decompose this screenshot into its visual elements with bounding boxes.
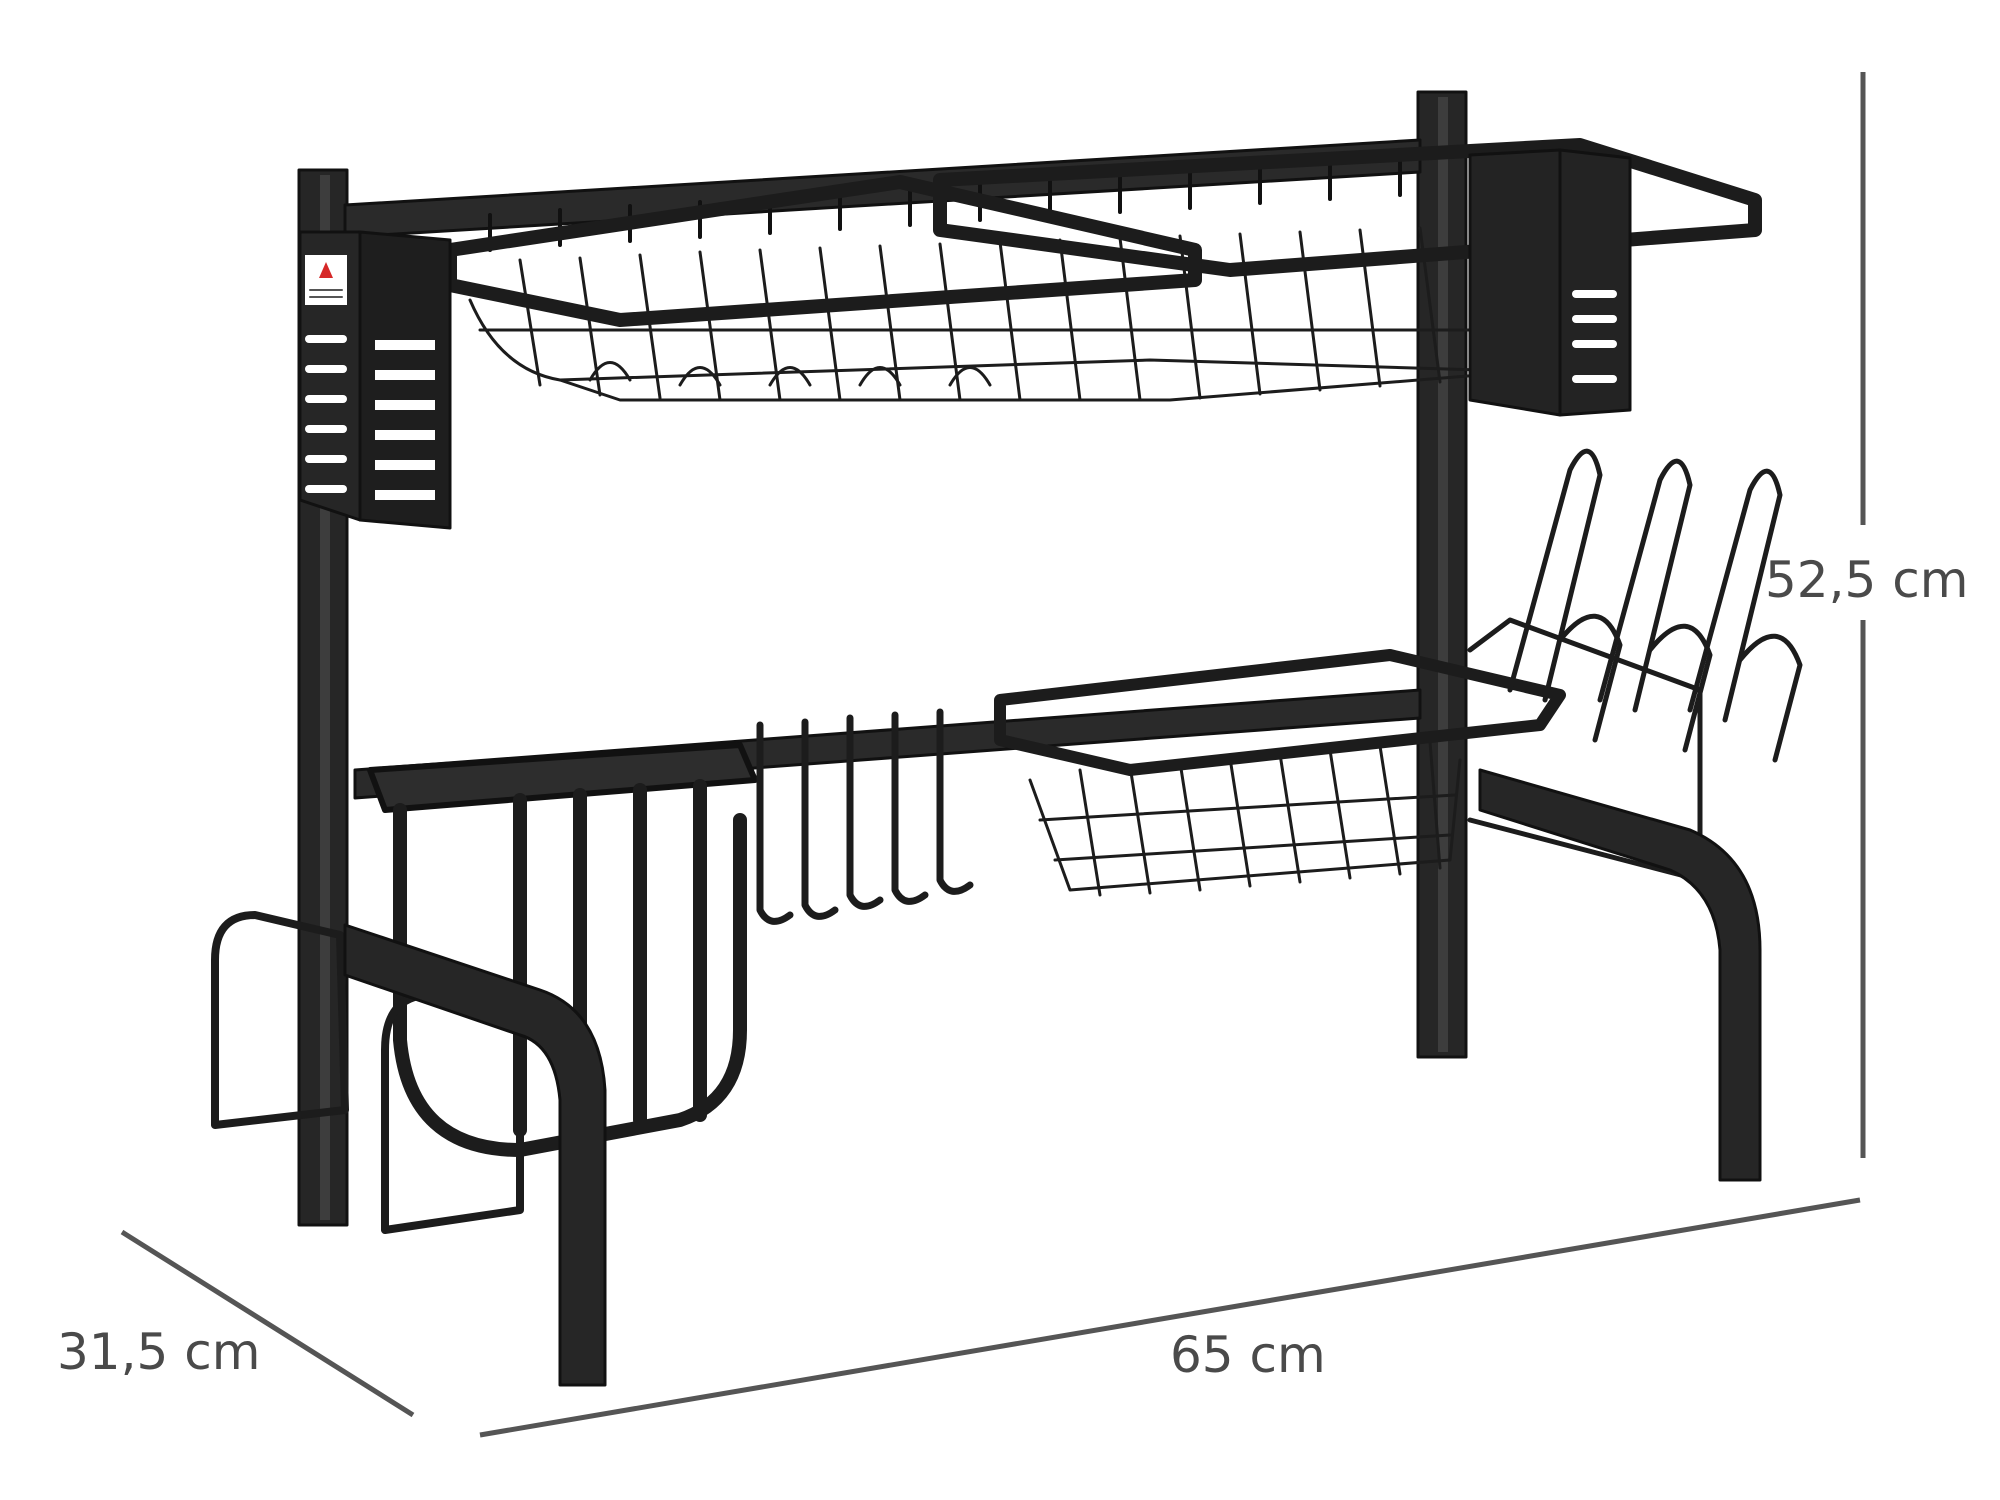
height-dimension-label: 52,5 cm bbox=[1765, 551, 1969, 609]
left-leg bbox=[343, 923, 607, 1387]
dish-rack-illustration bbox=[211, 90, 1803, 1387]
right-leg bbox=[1478, 768, 1762, 1182]
brand-logo-icon bbox=[305, 255, 347, 305]
right-post bbox=[1416, 90, 1468, 1059]
depth-dimension-line bbox=[120, 1229, 415, 1418]
width-dimension-line bbox=[479, 1197, 1861, 1438]
top-wire-basket bbox=[468, 226, 1482, 402]
lower-left-tray bbox=[367, 742, 758, 813]
depth-dimension-label: 31,5 cm bbox=[57, 1323, 261, 1381]
plate-rack bbox=[1467, 448, 1803, 883]
lower-wire-basket bbox=[994, 649, 1566, 897]
top-right-frame bbox=[933, 138, 1762, 277]
right-utensil-holder bbox=[1468, 148, 1632, 417]
lower-hooks bbox=[756, 708, 974, 925]
width-dimension-label: 65 cm bbox=[1170, 1326, 1326, 1384]
dimension-lines bbox=[120, 72, 1866, 1438]
